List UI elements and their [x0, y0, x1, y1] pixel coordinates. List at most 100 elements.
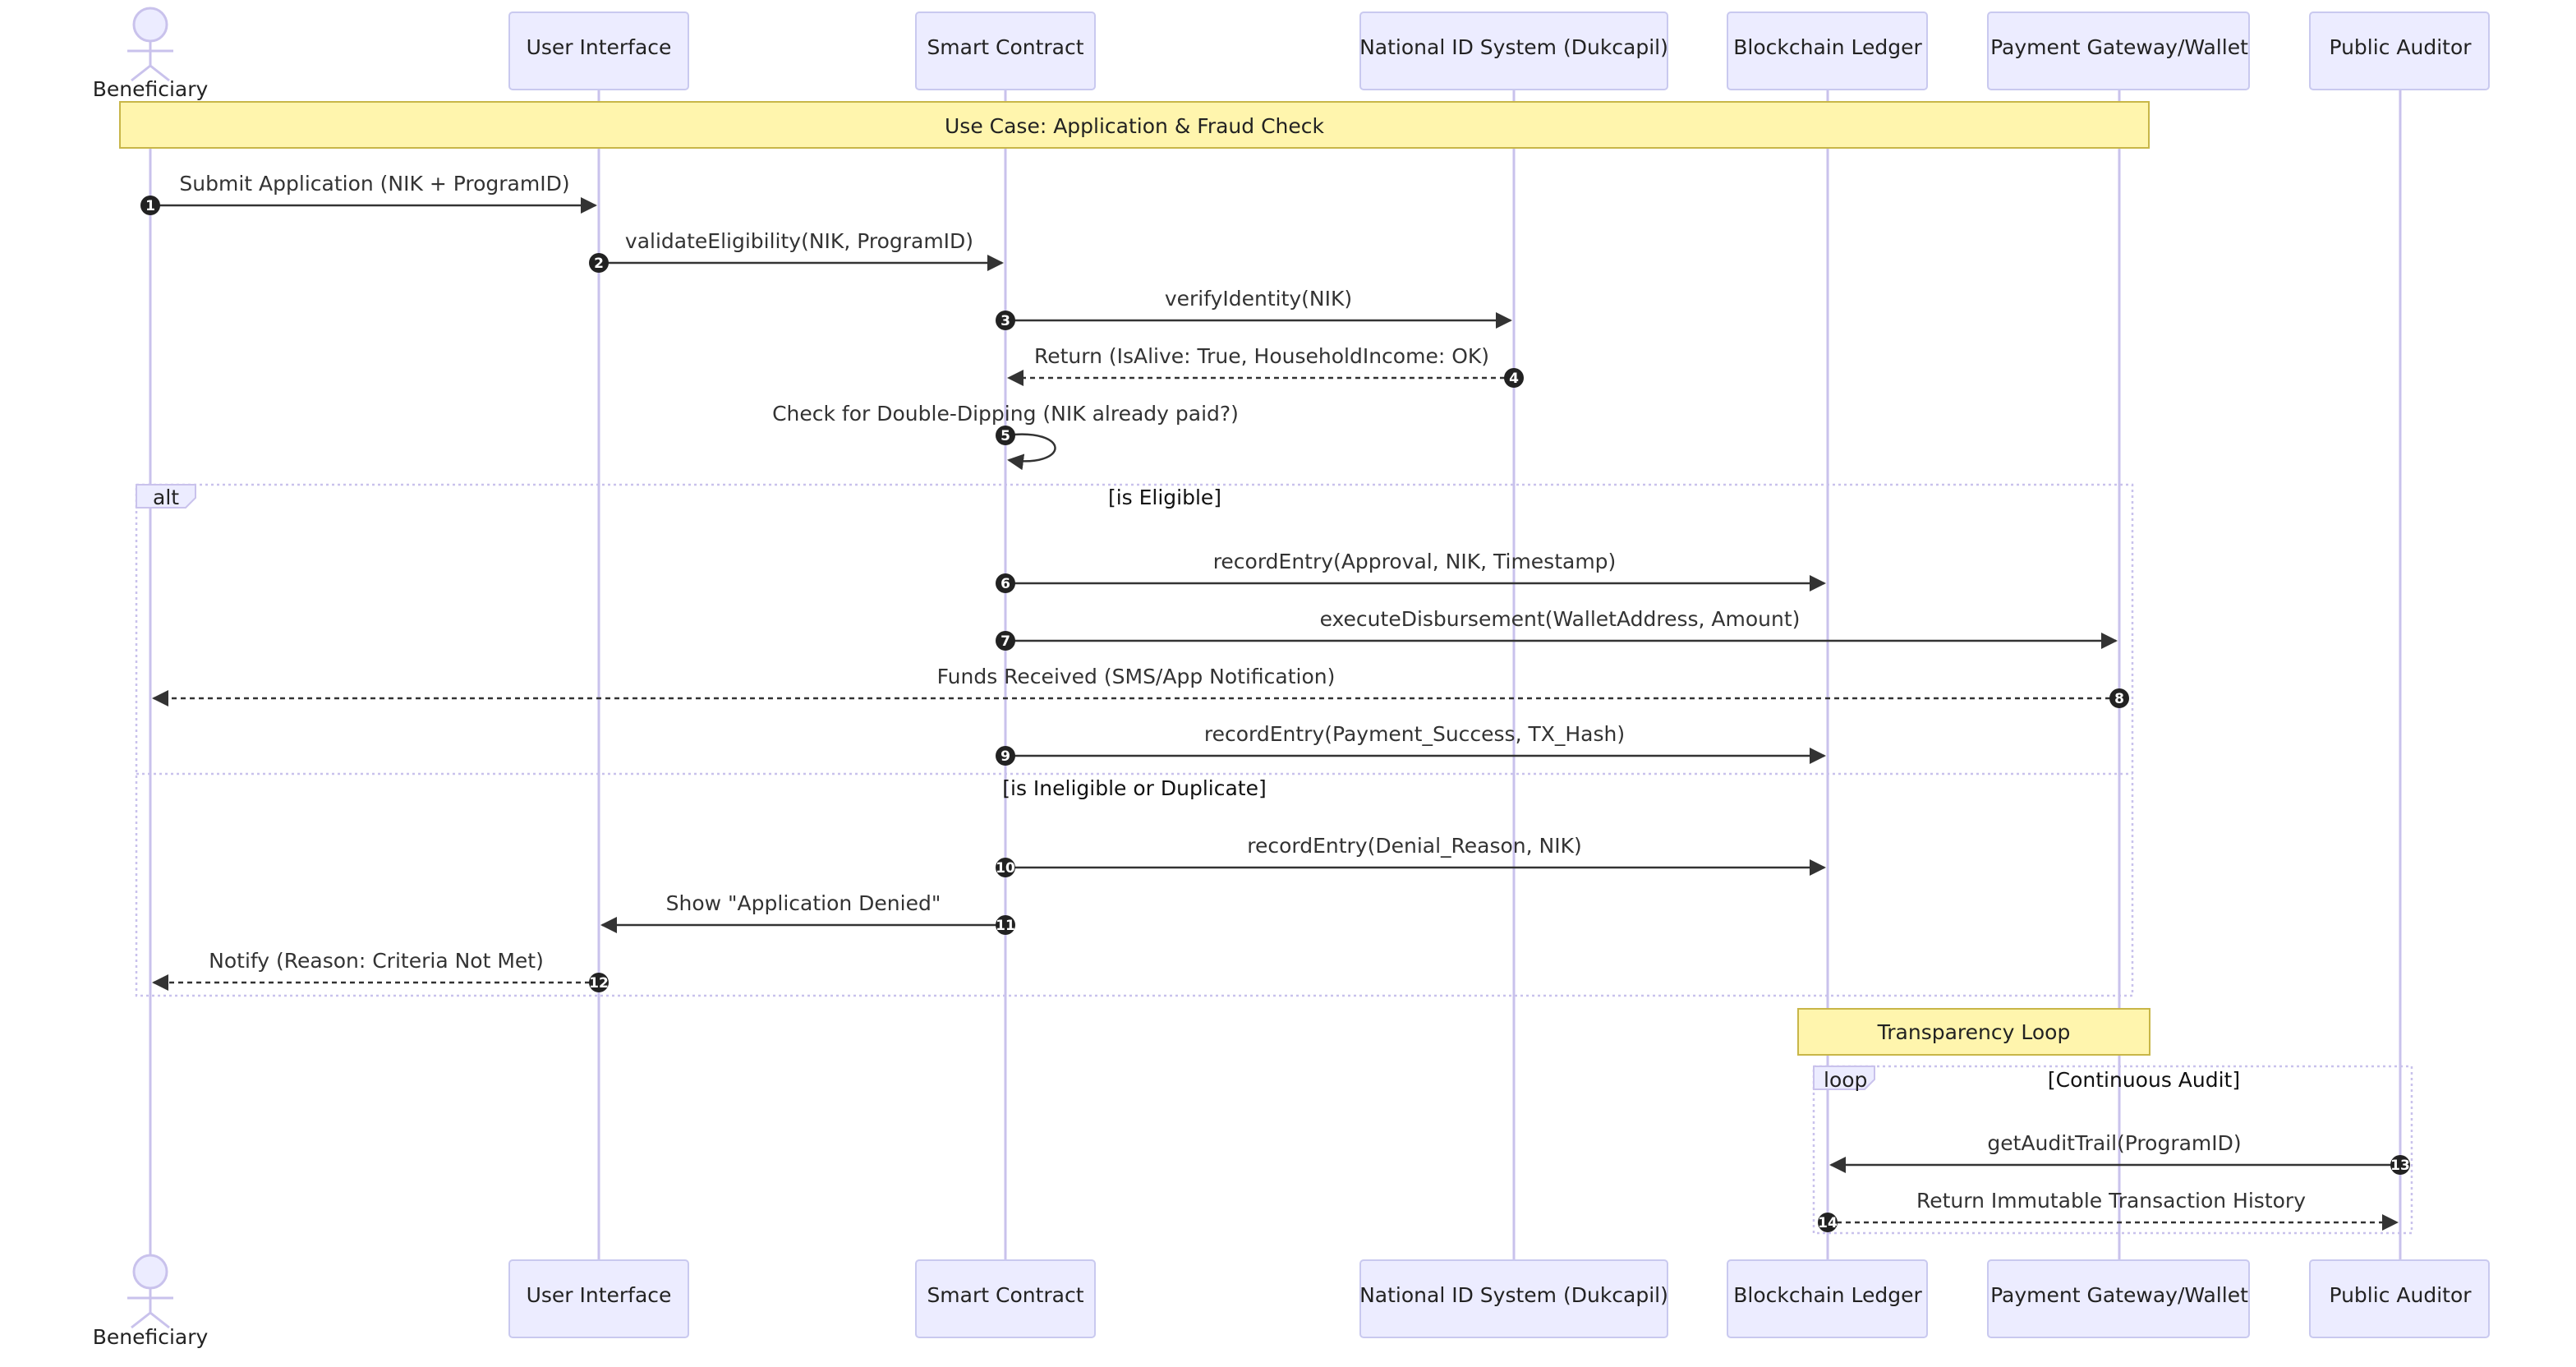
participant-label: Public Auditor	[2329, 1283, 2472, 1307]
message-label: recordEntry(Approval, NIK, Timestamp)	[1213, 550, 1617, 573]
sequence-number: 4	[1509, 371, 1519, 387]
participant-box	[915, 1259, 1096, 1338]
participant-box	[1359, 12, 1668, 90]
participant-blockchain-ledger: Blockchain Ledger	[1727, 12, 1928, 90]
participant-national-id-bottom: National ID System (Dukcapil)	[1359, 1259, 1668, 1338]
message-12: Notify (Reason: Criteria Not Met) 12	[152, 949, 609, 992]
actor-leg-right	[150, 64, 170, 82]
participant-label: Smart Contract	[927, 35, 1083, 59]
participants-top: Beneficiary User Interface Smart Contrac…	[93, 7, 2490, 101]
actor-beneficiary: Beneficiary	[93, 7, 209, 101]
note-use-case: Use Case: Application & Fraud Check	[119, 101, 2150, 149]
lifelines	[149, 90, 2402, 1265]
participant-label: User Interface	[527, 1283, 672, 1307]
sequence-number: 8	[2114, 691, 2124, 707]
participant-box	[2309, 1259, 2490, 1338]
actor-head-icon	[132, 1254, 168, 1290]
sequence-number: 13	[2390, 1158, 2410, 1174]
sequence-number: 9	[1000, 748, 1010, 765]
loop-frame: loop [Continuous Audit]	[1812, 1065, 2413, 1235]
sequence-number-badge	[996, 573, 1015, 593]
participant-public-auditor: Public Auditor	[2309, 12, 2490, 90]
message-label: executeDisbursement(WalletAddress, Amoun…	[1320, 607, 1801, 631]
message-label: Return (IsAlive: True, HouseholdIncome: …	[1034, 344, 1489, 368]
alt-keyword: alt	[153, 486, 179, 509]
message-2: validateEligibility(NIK, ProgramID) 2	[589, 229, 1004, 273]
sequence-number-badge	[589, 973, 609, 992]
participant-smart-contract-bottom: Smart Contract	[915, 1259, 1096, 1338]
message-4: Return (IsAlive: True, HouseholdIncome: …	[1007, 344, 1524, 388]
sequence-number: 3	[1000, 313, 1010, 329]
sequence-number: 11	[996, 918, 1015, 934]
sequence-number: 10	[996, 860, 1015, 877]
message-3: verifyIdentity(NIK) 3	[996, 287, 1512, 330]
note-transparency-loop: Transparency Loop	[1797, 1008, 2150, 1056]
note-text: Use Case: Application & Fraud Check	[945, 114, 1325, 138]
note-box	[1797, 1008, 2150, 1056]
participant-box	[1359, 1259, 1668, 1338]
loop-condition: [Continuous Audit]	[2048, 1068, 2240, 1092]
alt-condition: [is Eligible]	[1108, 486, 1221, 509]
loop-frame-tab	[1813, 1066, 1875, 1090]
participant-smart-contract: Smart Contract	[915, 12, 1096, 90]
sequence-number: 7	[1000, 633, 1010, 650]
participant-label: Payment Gateway/Wallet	[1990, 35, 2248, 59]
message-label: recordEntry(Denial_Reason, NIK)	[1247, 834, 1582, 858]
sequence-number: 12	[589, 975, 609, 992]
sequence-number-badge	[996, 858, 1015, 877]
participant-box	[1727, 12, 1928, 90]
actor-label: Beneficiary	[93, 1325, 209, 1349]
participant-label: Smart Contract	[927, 1283, 1083, 1307]
participant-box	[508, 12, 689, 90]
sequence-number: 1	[145, 198, 155, 214]
participant-box	[1987, 1259, 2250, 1338]
message-11: Show "Application Denied" 11	[600, 891, 1015, 935]
message-6: recordEntry(Approval, NIK, Timestamp) 6	[996, 550, 1826, 593]
sequence-number-badge	[1818, 1213, 1838, 1232]
participant-label: Blockchain Ledger	[1733, 1283, 1922, 1307]
message-label: Funds Received (SMS/App Notification)	[937, 665, 1336, 688]
actor-leg-left	[131, 64, 151, 82]
alt-frame: alt [is Eligible] [is Ineligible or Dupl…	[135, 483, 2134, 997]
participant-user-interface-bottom: User Interface	[508, 1259, 689, 1338]
alt-else-condition: [is Ineligible or Duplicate]	[1002, 776, 1267, 800]
sequence-number-badge	[996, 426, 1015, 445]
participants-bottom: Beneficiary User Interface Smart Contrac…	[93, 1254, 2490, 1349]
message-7: executeDisbursement(WalletAddress, Amoun…	[996, 607, 2118, 651]
sequence-number-badge	[996, 631, 1015, 651]
participant-box	[1727, 1259, 1928, 1338]
sequence-number: 6	[1000, 576, 1010, 592]
sequence-number-badge	[2109, 688, 2129, 708]
participant-payment-gateway-bottom: Payment Gateway/Wallet	[1987, 1259, 2250, 1338]
message-label: validateEligibility(NIK, ProgramID)	[625, 229, 973, 253]
message-13: getAuditTrail(ProgramID) 13	[1829, 1131, 2410, 1175]
sequence-number-badge	[589, 253, 609, 273]
message-14: Return Immutable Transaction History 14	[1818, 1189, 2399, 1232]
message-1: Submit Application (NIK + ProgramID) 1	[140, 172, 597, 215]
actor-beneficiary-bottom: Beneficiary	[93, 1254, 209, 1349]
participant-label: Payment Gateway/Wallet	[1990, 1283, 2248, 1307]
sequence-number-badge	[996, 311, 1015, 330]
sequence-number-badge	[996, 746, 1015, 766]
message-label: Show "Application Denied"	[666, 891, 941, 915]
participant-payment-gateway: Payment Gateway/Wallet	[1987, 12, 2250, 90]
actor-leg-right	[150, 1311, 170, 1329]
alt-frame-border	[135, 483, 2134, 997]
message-label: Submit Application (NIK + ProgramID)	[179, 172, 569, 196]
participant-box	[915, 12, 1096, 90]
message-8: Funds Received (SMS/App Notification) 8	[152, 665, 2129, 708]
message-arrow-self	[1005, 433, 1056, 471]
actor-label: Beneficiary	[93, 77, 209, 101]
message-label: recordEntry(Payment_Success, TX_Hash)	[1204, 722, 1625, 746]
sequence-number: 14	[1818, 1215, 1838, 1231]
participant-label: National ID System (Dukcapil)	[1359, 1283, 1668, 1307]
participant-label: Public Auditor	[2329, 35, 2472, 59]
message-label: getAuditTrail(ProgramID)	[1987, 1131, 2241, 1155]
participant-box	[1987, 12, 2250, 90]
loop-keyword: loop	[1824, 1068, 1867, 1092]
alt-frame-tab	[136, 484, 196, 509]
note-text: Transparency Loop	[1877, 1020, 2071, 1044]
participant-box	[2309, 12, 2490, 90]
participant-blockchain-ledger-bottom: Blockchain Ledger	[1727, 1259, 1928, 1338]
